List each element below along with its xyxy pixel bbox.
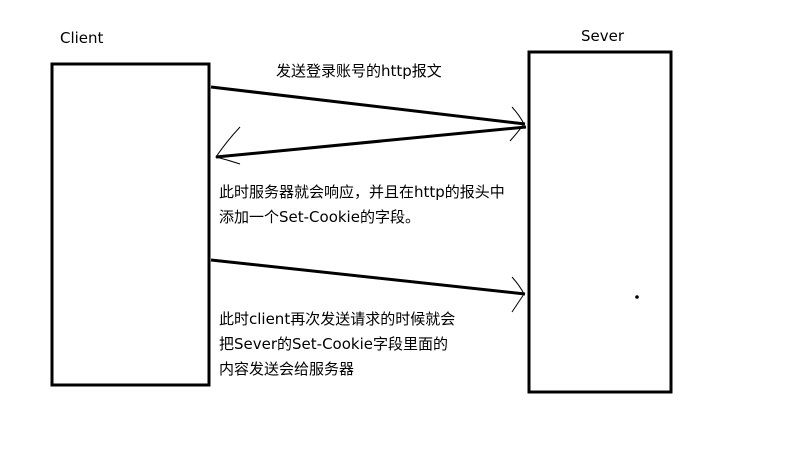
message-3-line-2: 把Sever的Set-Cookie字段里面的 — [219, 335, 448, 353]
client-box — [50, 62, 211, 387]
message-2-text: 此时服务器就会响应，并且在http的报头中 添加一个Set-Cookie的字段。 — [219, 180, 505, 230]
message-3-line-3: 内容发送会给服务器 — [219, 360, 355, 378]
message-3-text: 此时client再次发送请求的时候就会 把Sever的Set-Cookie字段里… — [219, 307, 455, 382]
server-label: Sever — [581, 27, 625, 45]
client-label: Client — [60, 29, 104, 47]
message-1-text: 发送登录账号的http报文 — [276, 59, 442, 84]
server-box — [527, 50, 673, 394]
response-arrowhead — [215, 126, 241, 165]
message-3-line-1: 此时client再次发送请求的时候就会 — [219, 310, 456, 328]
request-arrow-line — [210, 85, 526, 126]
server-dot — [635, 295, 639, 299]
request-arrowhead — [509, 106, 525, 142]
response-arrow-line — [215, 125, 527, 159]
second-request-arrow-line — [210, 258, 526, 296]
message-2-line-2: 添加一个Set-Cookie的字段。 — [219, 208, 420, 226]
second-request-arrowhead — [511, 276, 525, 313]
message-2-line-1: 此时服务器就会响应，并且在http的报头中 — [219, 183, 505, 201]
message-1-line-1: 发送登录账号的http报文 — [276, 62, 442, 80]
